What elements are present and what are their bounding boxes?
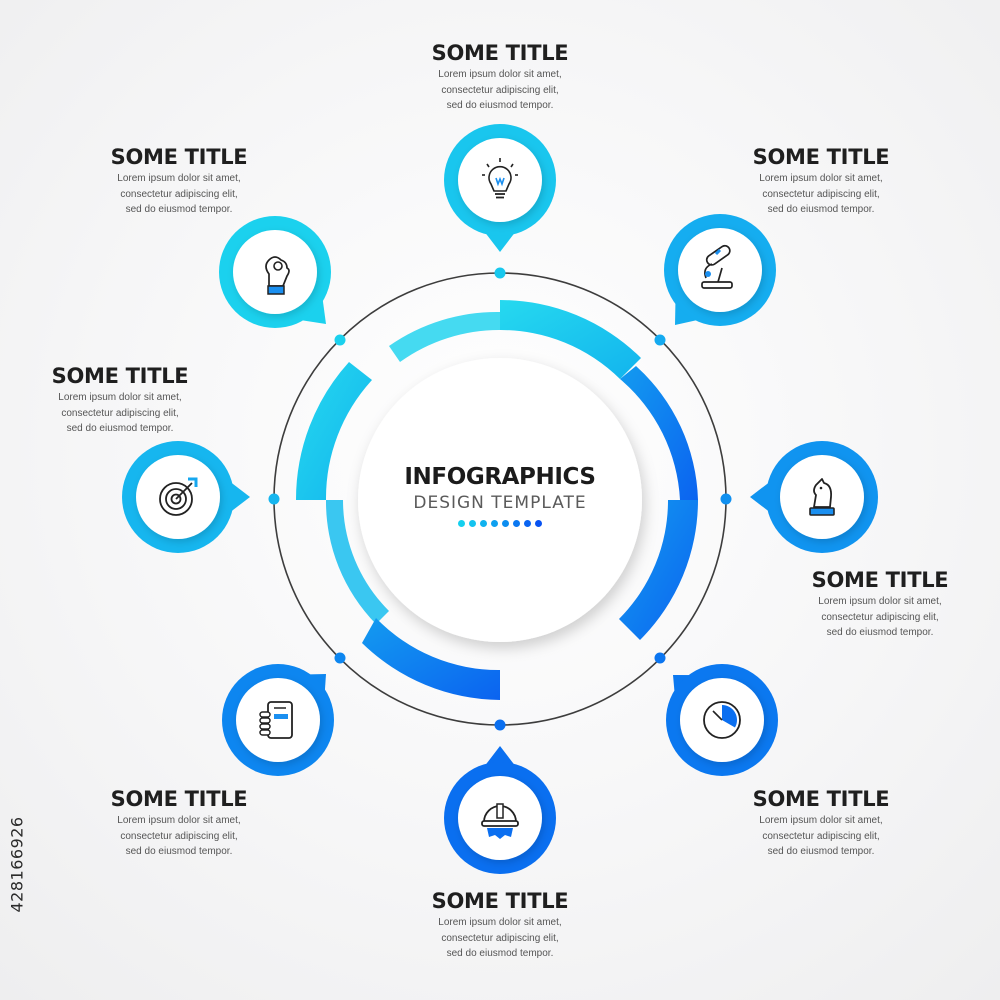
- ring-node: [654, 652, 666, 664]
- lightbulb-icon: [482, 158, 518, 199]
- step-description: Lorem ipsum dolor sit amet, consectetur a…: [770, 594, 990, 641]
- center-dot: [491, 520, 498, 527]
- step-label-8: SOME TITLE Lorem ipsum dolor sit amet, co…: [69, 144, 289, 218]
- description-line: Lorem ipsum dolor sit amet,: [438, 917, 562, 928]
- description-line: consectetur adipiscing elit,: [762, 188, 880, 200]
- step-label-3: SOME TITLE Lorem ipsum dolor sit amet, co…: [770, 567, 990, 641]
- center-text: INFOGRAPHICS DESIGN TEMPLATE: [360, 463, 640, 527]
- description-line: consectetur adipiscing elit,: [61, 407, 179, 419]
- step-description: Lorem ipsum dolor sit amet, consectetur a…: [10, 390, 230, 437]
- description-line: sed do eiusmod tempor.: [446, 948, 554, 959]
- step-marker: [122, 441, 250, 553]
- center-dot: [469, 520, 476, 527]
- center-dot: [480, 520, 487, 527]
- step-title: SOME TITLE: [811, 568, 949, 592]
- description-line: sed do eiusmod tempor.: [446, 100, 554, 111]
- ring-node: [720, 493, 732, 505]
- step-markers: [122, 124, 878, 874]
- step-title: SOME TITLE: [752, 787, 890, 811]
- center-dot: [513, 520, 520, 527]
- description-line: Lorem ipsum dolor sit amet,: [117, 173, 241, 184]
- step-label-6: SOME TITLE Lorem ipsum dolor sit amet, co…: [69, 786, 289, 860]
- description-line: sed do eiusmod tempor.: [125, 846, 233, 857]
- step-label-4: SOME TITLE Lorem ipsum dolor sit amet, co…: [711, 786, 931, 860]
- step-label-5: SOME TITLE Lorem ipsum dolor sit amet, co…: [390, 888, 610, 962]
- description-line: sed do eiusmod tempor.: [66, 423, 174, 434]
- ring-node: [494, 719, 506, 731]
- description-line: Lorem ipsum dolor sit amet,: [759, 815, 883, 826]
- step-label-7: SOME TITLE Lorem ipsum dolor sit amet, co…: [10, 363, 230, 437]
- step-title: SOME TITLE: [110, 145, 248, 169]
- step-marker: [664, 214, 776, 326]
- step-marker: [750, 441, 878, 553]
- center-dot: [535, 520, 542, 527]
- step-marker: [444, 746, 556, 874]
- arc-segment-right: [620, 366, 698, 500]
- step-title: SOME TITLE: [51, 364, 189, 388]
- step-description: Lorem ipsum dolor sit amet, consectetur a…: [711, 813, 931, 860]
- description-line: Lorem ipsum dolor sit amet,: [58, 392, 182, 403]
- arc-segment-right-outer: [619, 500, 698, 640]
- ring-node: [494, 267, 506, 279]
- step-description: Lorem ipsum dolor sit amet, consectetur a…: [711, 171, 931, 218]
- center-circle: [358, 358, 642, 642]
- marker-inner: [678, 228, 762, 312]
- center-subtitle: DESIGN TEMPLATE: [413, 493, 587, 513]
- center-dots: [360, 520, 640, 527]
- ring-node: [334, 652, 346, 664]
- step-description: Lorem ipsum dolor sit amet, consectetur a…: [390, 67, 610, 114]
- step-marker: [222, 664, 334, 776]
- chess-knight-icon: [809, 478, 835, 516]
- arc-segments: [295, 299, 698, 700]
- description-line: Lorem ipsum dolor sit amet,: [759, 173, 883, 184]
- step-description: Lorem ipsum dolor sit amet, consectetur a…: [69, 813, 289, 860]
- worker-helmet-icon: [481, 803, 519, 839]
- ok-hand-icon: [265, 256, 290, 295]
- description-line: consectetur adipiscing elit,: [120, 188, 238, 200]
- ring-node: [654, 334, 666, 346]
- description-line: Lorem ipsum dolor sit amet,: [117, 815, 241, 826]
- arc-segment-top: [500, 299, 641, 379]
- step-marker: [666, 664, 778, 776]
- description-line: Lorem ipsum dolor sit amet,: [818, 596, 942, 607]
- center-dot: [458, 520, 465, 527]
- description-line: consectetur adipiscing elit,: [441, 932, 559, 944]
- step-title: SOME TITLE: [110, 787, 248, 811]
- ring-node: [334, 334, 346, 346]
- description-line: sed do eiusmod tempor.: [767, 204, 875, 215]
- ring-nodes: [268, 267, 732, 731]
- stock-id: 428166926: [7, 816, 27, 913]
- target-arrow-icon: [159, 477, 198, 516]
- clock-icon: [703, 701, 741, 739]
- microscope-icon: [701, 244, 733, 289]
- step-title: SOME TITLE: [431, 41, 569, 65]
- center-dot: [524, 520, 531, 527]
- center-title: INFOGRAPHICS: [404, 464, 596, 490]
- description-line: sed do eiusmod tempor.: [125, 204, 233, 215]
- hand-notebook-icon: [259, 701, 293, 739]
- arc-segment-left: [295, 362, 372, 500]
- ring-node: [268, 493, 280, 505]
- step-label-1: SOME TITLE Lorem ipsum dolor sit amet, co…: [390, 40, 610, 114]
- description-line: consectetur adipiscing elit,: [441, 84, 559, 96]
- step-marker: [219, 216, 331, 328]
- arc-segment-bottom: [362, 618, 500, 700]
- description-line: consectetur adipiscing elit,: [821, 611, 939, 623]
- description-line: consectetur adipiscing elit,: [762, 830, 880, 842]
- description-line: sed do eiusmod tempor.: [767, 846, 875, 857]
- step-marker: [444, 124, 556, 252]
- step-description: Lorem ipsum dolor sit amet, consectetur a…: [390, 915, 610, 962]
- step-description: Lorem ipsum dolor sit amet, consectetur a…: [69, 171, 289, 218]
- description-line: consectetur adipiscing elit,: [120, 830, 238, 842]
- step-label-2: SOME TITLE Lorem ipsum dolor sit amet, co…: [711, 144, 931, 218]
- center-dot: [502, 520, 509, 527]
- description-line: Lorem ipsum dolor sit amet,: [438, 69, 562, 80]
- step-title: SOME TITLE: [431, 889, 569, 913]
- step-title: SOME TITLE: [752, 145, 890, 169]
- description-line: sed do eiusmod tempor.: [826, 627, 934, 638]
